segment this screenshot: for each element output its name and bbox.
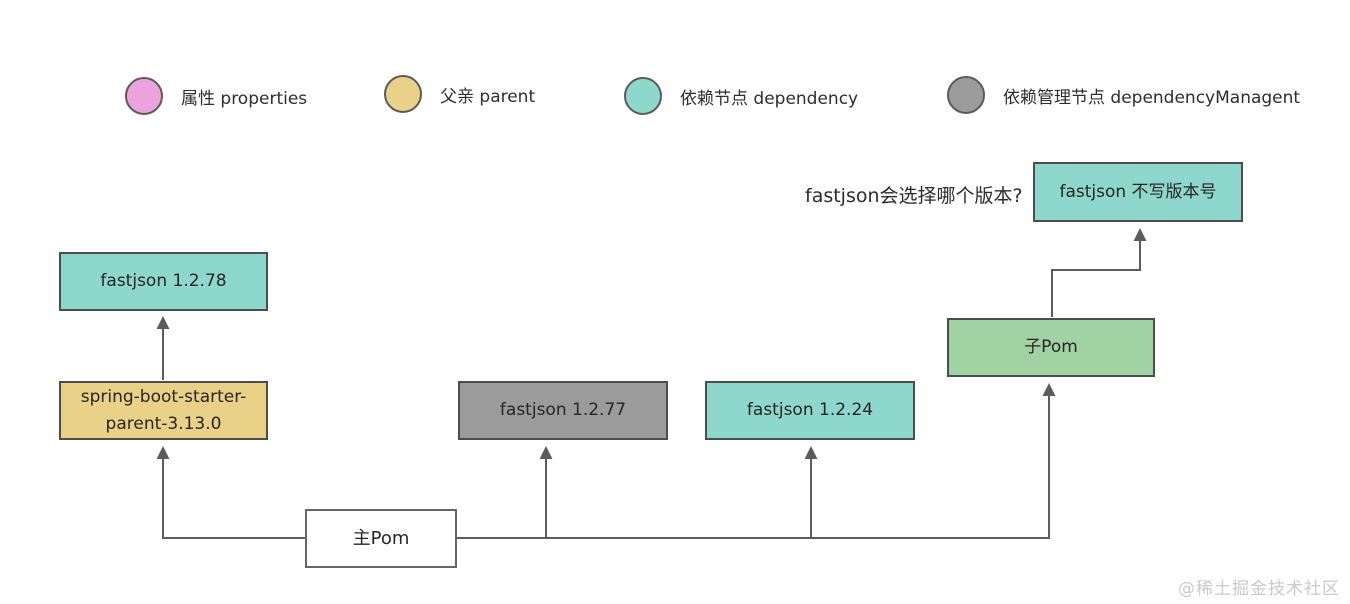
node-label-line2: parent-3.13.0 [105,413,222,434]
node-fastjson-1-2-77: fastjson 1.2.77 [458,381,668,440]
node-main-pom: 主Pom [305,509,457,568]
dependency-management-circle-icon [947,76,985,114]
legend-item-properties: 属性 properties [125,76,307,116]
node-label: 子Pom [1024,337,1078,358]
node-label: fastjson 1.2.77 [499,400,627,421]
legend-item-parent: 父亲 parent [384,74,535,114]
node-label-line1: spring-boot-starter- [80,387,247,408]
node-fastjson-1-2-24: fastjson 1.2.24 [705,381,915,440]
parent-circle-icon [384,75,422,113]
node-child-pom: 子Pom [947,318,1155,377]
legend-item-dependency-management: 依赖管理节点 dependencyManagent [947,75,1300,115]
node-label: fastjson 1.2.24 [746,400,874,421]
node-label: 主Pom [352,527,410,549]
node-label: fastjson 不写版本号 [1059,181,1217,202]
watermark-text: @稀土掘金技术社区 [1178,579,1340,599]
legend-label-properties: 属性 properties [181,88,308,109]
legend-label-dependency: 依赖节点 dependency [680,88,859,109]
properties-circle-icon [125,77,163,115]
edge-childpom-to-noversion [1051,228,1147,317]
node-label: fastjson 1.2.78 [100,271,227,292]
dependency-circle-icon [624,77,662,115]
node-fastjson-1-2-78: fastjson 1.2.78 [59,252,268,311]
legend-label-parent: 父亲 parent [440,86,536,107]
edge-mainpom-to-springparent [156,446,306,539]
question-text: fastjson会选择哪个版本? [805,185,1023,207]
legend-item-dependency: 依赖节点 dependency [624,76,858,116]
legend-label-dependency-management: 依赖管理节点 dependencyManagent [1003,87,1301,108]
node-fastjson-no-version: fastjson 不写版本号 [1033,162,1243,222]
node-spring-boot-starter-parent: spring-boot-starter- parent-3.13.0 [59,381,268,440]
